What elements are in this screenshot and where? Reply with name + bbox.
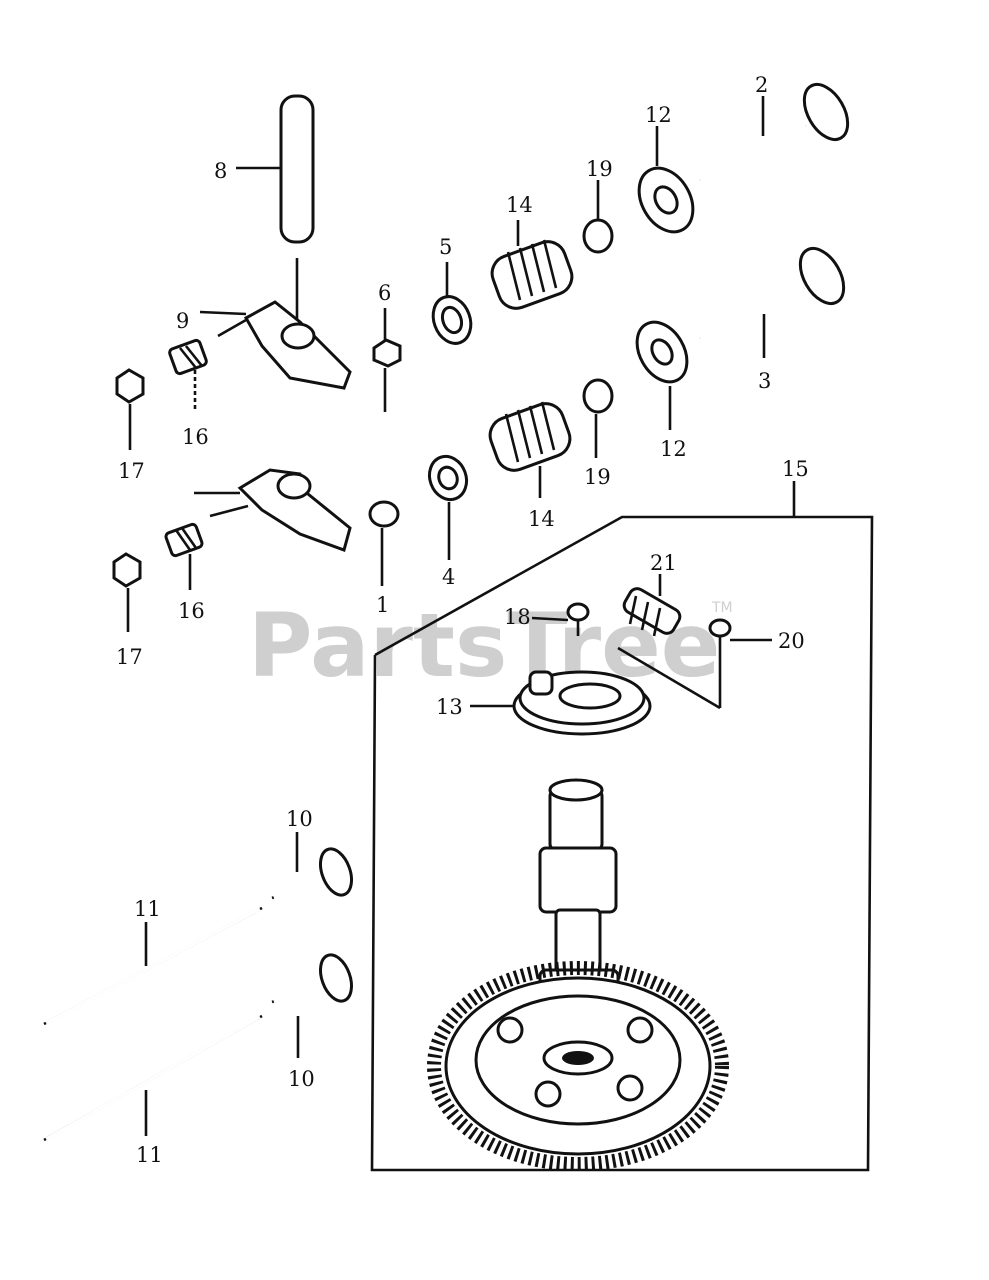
callout-2: 2 [755,73,768,97]
part-9-pin [236,94,315,330]
callout-10-upper: 10 [286,807,313,831]
watermark-trademark: TM [711,600,733,616]
part-6-valve-cap [372,308,402,412]
callout-17-lower: 17 [116,645,143,669]
callout-14-upper: 14 [506,193,533,217]
part-11-pushrod-lower [43,1014,263,1142]
callout-8: 9 [176,309,189,333]
callout-labels: 8 2 12 19 14 5 6 9 3 16 17 12 19 15 14 2… [116,73,809,1167]
callout-16-upper: 16 [182,425,209,449]
part-17-nut-upper [115,368,145,450]
part-5-seal [431,262,473,345]
callout-1: 1 [376,593,389,617]
part-12-retainer-lower [635,320,689,430]
part-1-valve-cap [368,500,400,586]
callout-21: 21 [650,551,677,575]
callout-6: 6 [378,281,391,305]
part-16-adjuster-lower [164,522,204,590]
part-21-spring [622,574,682,637]
callout-10-lower: 10 [288,1067,315,1091]
callout-11-upper: 11 [134,897,161,921]
callout-19: 20 [778,629,805,653]
callout-4: 4 [442,565,455,589]
part-14-spring-lower [488,401,572,498]
part-19-bolt [617,618,772,710]
part-20-collet-upper [582,180,614,254]
part-17-nut-lower [112,552,142,632]
callout-5: 5 [439,235,452,259]
callout-20-upper: 19 [586,157,613,181]
callout-15: 15 [782,457,809,481]
part-11-pushrod-upper [43,906,263,1026]
part-10-tappet-lower [271,953,354,1058]
callout-9: 8 [214,159,227,183]
part-14-spring-upper [490,220,574,310]
camshaft-gear [427,961,729,1171]
part-3-valve [699,247,846,358]
callout-13: 13 [436,695,463,719]
part-18-bolt [531,602,590,636]
part-12-retainer-upper [637,126,695,234]
callout-17-upper: 17 [118,459,145,483]
callout-14-lower: 14 [528,507,555,531]
part-4-seal [427,454,469,560]
part-2-valve [699,83,850,182]
part-16-adjuster-upper [168,338,208,410]
callout-11-lower: 11 [136,1143,163,1167]
callout-3: 3 [758,369,771,393]
callout-20-lower: 19 [584,465,611,489]
part-13-governor-plate [470,670,652,736]
rocker-arm-lower [194,468,352,552]
callout-12-lower: 12 [660,437,687,461]
callout-18: 18 [504,605,531,629]
camshaft-assembly-frame [370,515,874,1172]
callout-12-upper: 12 [645,103,672,127]
part-8-rocker-arm-upper [199,300,352,390]
part-20-collet-lower [582,378,614,458]
callout-16-lower: 16 [178,599,205,623]
part-10-tappet-upper [271,832,354,905]
